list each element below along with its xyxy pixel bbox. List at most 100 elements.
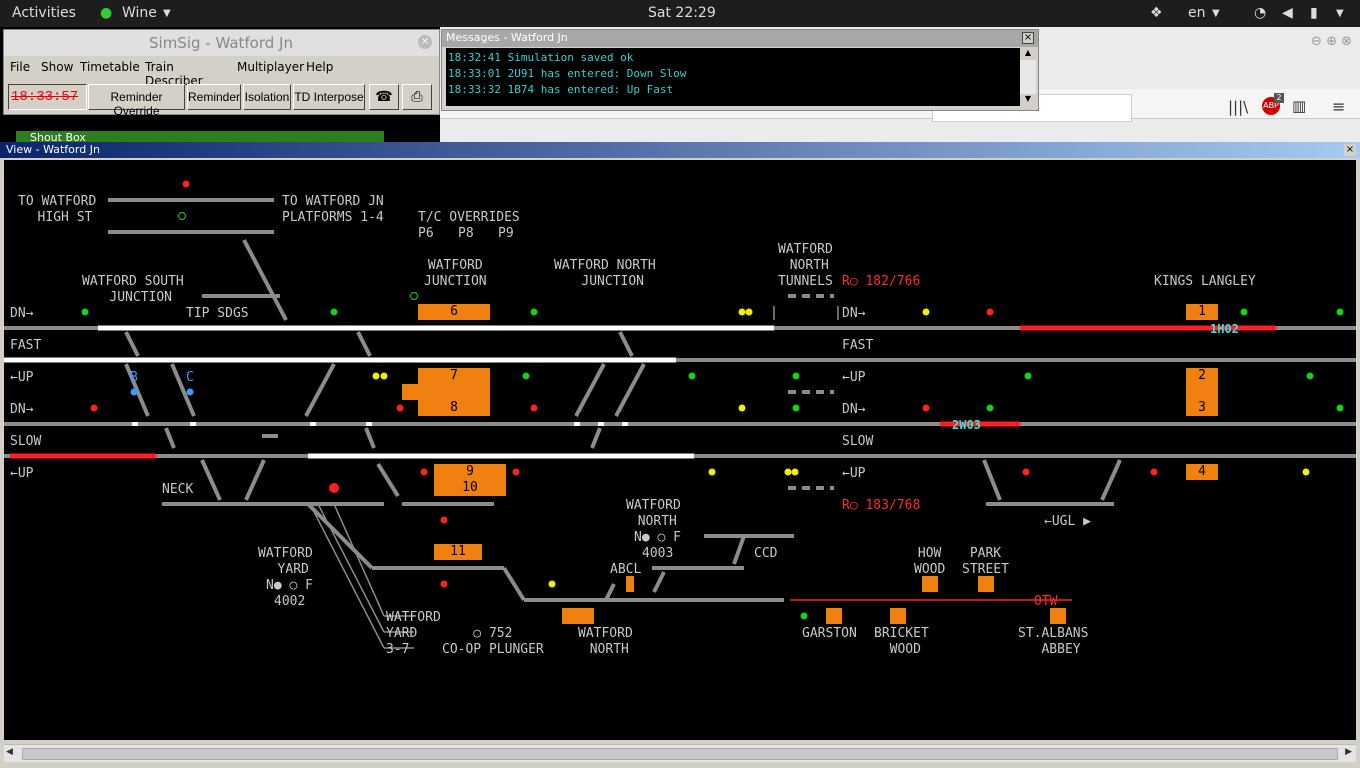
close-icon[interactable]: × xyxy=(1022,32,1034,44)
label-watford-north-tunnels: WATFORD NORTH TUNNELS xyxy=(778,242,833,289)
signalling-diagram[interactable]: TO WATFORD HIGH ST TO WATFORD JN PLATFOR… xyxy=(4,160,1356,740)
label-dn: DN→ xyxy=(842,306,866,321)
berth-7[interactable]: 7 xyxy=(450,368,458,383)
label-fast: FAST xyxy=(842,338,874,353)
train-description-1h02[interactable]: 1H02 xyxy=(1210,322,1239,336)
label-to-watford-high-st: TO WATFORD HIGH ST xyxy=(18,194,97,225)
library-icon[interactable]: |||\ xyxy=(1228,98,1249,116)
sim-clock[interactable]: 18:33:57 xyxy=(8,84,87,110)
system-menu-icon[interactable]: ▼ xyxy=(1336,8,1344,19)
dropbox-icon[interactable]: ❖ xyxy=(1150,5,1163,21)
menu-file[interactable]: File xyxy=(10,60,31,74)
chevron-down-icon: ▼ xyxy=(1212,8,1220,19)
label-dn: DN→ xyxy=(10,402,34,417)
platform-watford-north xyxy=(562,608,594,624)
close-icon[interactable]: × xyxy=(418,35,432,49)
menu-timetable[interactable]: Timetable xyxy=(80,60,140,74)
label-r182[interactable]: R○ 182/766 xyxy=(842,274,921,289)
menu-help[interactable]: Help xyxy=(306,60,334,74)
berth-10[interactable]: 10 xyxy=(462,480,478,495)
telephone-icon[interactable]: ☎ xyxy=(369,84,399,110)
scroll-down-icon[interactable]: ▼ xyxy=(1020,94,1036,106)
tc-override-p6[interactable]: P6 xyxy=(418,226,434,241)
label-up: ←UP xyxy=(10,370,34,385)
label-r183[interactable]: R○ 183/768 xyxy=(842,498,921,513)
berth-1[interactable]: 1 xyxy=(1186,304,1218,320)
printer-icon[interactable]: ⎙ xyxy=(402,84,432,110)
window-controls[interactable]: ⊖ ⊕ ⊗ xyxy=(1311,34,1352,49)
label-watford-south-junction: WATFORD SOUTH JUNCTION xyxy=(82,274,184,305)
topbar-clock[interactable]: Sat 22:29 xyxy=(648,5,716,21)
td-interpose-button[interactable]: TD Interpose xyxy=(293,84,365,110)
reminder-button[interactable]: Reminder xyxy=(187,84,241,110)
label-c: C xyxy=(186,370,194,385)
wifi-icon[interactable]: ◔ xyxy=(1254,5,1267,21)
yard-ground-frame[interactable]: N● ○ F xyxy=(266,578,313,593)
wn-ground-frame-number: 4003 xyxy=(642,546,674,561)
label-park-street: PARK STREET xyxy=(962,546,1009,577)
berth-9[interactable]: 9 xyxy=(466,464,474,479)
wine-app-menu[interactable]: Wine xyxy=(122,5,157,21)
isolation-button[interactable]: Isolation xyxy=(243,84,291,110)
track-layout[interactable] xyxy=(4,160,1356,740)
battery-icon[interactable]: ▮ xyxy=(1310,5,1318,21)
scroll-up-icon[interactable]: ▲ xyxy=(1020,48,1036,60)
wn-ground-frame[interactable]: N● ○ F xyxy=(634,530,681,545)
berth-4[interactable]: 4 xyxy=(1186,464,1218,480)
menu-multiplayer[interactable]: Multiplayer xyxy=(237,60,305,74)
platform-bricket-wood xyxy=(890,608,906,624)
label-neck: NECK xyxy=(162,482,194,497)
label-kings-langley: KINGS LANGLEY xyxy=(1154,274,1256,289)
berth-6[interactable]: 6 xyxy=(418,304,490,320)
berth-8[interactable]: 8 xyxy=(450,400,458,415)
wine-icon: ● xyxy=(100,5,113,21)
berth-3[interactable]: 3 xyxy=(1198,400,1206,415)
close-icon[interactable]: × xyxy=(1344,144,1356,156)
messages-window: Messages - Watford Jn × 18:32:41 Simulat… xyxy=(441,29,1039,111)
label-tip-sdgs: TIP SDGS xyxy=(186,306,249,321)
shout-box-header: Shout Box xyxy=(16,131,384,144)
platform-park-street xyxy=(978,576,994,592)
language-selector[interactable]: en xyxy=(1188,5,1206,21)
volume-icon[interactable]: ◀ xyxy=(1282,5,1293,21)
label-abcl: ABCL xyxy=(610,562,642,577)
label-watford-junction: WATFORD JUNCTION xyxy=(424,258,487,289)
label-slow: SLOW xyxy=(10,434,42,449)
horizontal-scrollbar[interactable]: ◀ ▶ xyxy=(4,744,1356,762)
message-line: 18:33:32 1B74 has entered: Up Fast xyxy=(448,83,674,96)
label-watford-yard-3-7: WATFORD YARD 3-7 xyxy=(386,610,441,657)
tc-override-p9[interactable]: P9 xyxy=(498,226,514,241)
train-description-2w03[interactable]: 2W03 xyxy=(952,418,981,432)
window-title: SimSig - Watford Jn xyxy=(4,30,439,56)
scrollbar-thumb[interactable] xyxy=(22,748,1338,760)
label-slow: SLOW xyxy=(842,434,874,449)
messages-scrollbar[interactable]: ▲ ▼ xyxy=(1020,48,1036,106)
scroll-right-icon[interactable]: ▶ xyxy=(1345,747,1352,757)
label-fast: FAST xyxy=(10,338,42,353)
hamburger-menu-icon[interactable]: ≡ xyxy=(1332,97,1346,116)
scroll-left-icon[interactable]: ◀ xyxy=(6,747,13,757)
messages-title: Messages - Watford Jn xyxy=(442,30,1038,47)
reminder-override-button[interactable]: Reminder Override xyxy=(88,84,185,118)
platform-block xyxy=(402,384,422,400)
message-line: 18:33:01 2U91 has entered: Down Slow xyxy=(448,67,687,80)
label-otw: OTW xyxy=(1034,594,1058,609)
co-op-plunger[interactable]: ○ 752 CO-OP PLUNGER xyxy=(442,626,544,657)
platform-garston xyxy=(826,608,842,624)
tc-override-p8[interactable]: P8 xyxy=(458,226,474,241)
berth-11[interactable]: 11 xyxy=(434,544,482,560)
menu-show[interactable]: Show xyxy=(41,60,74,74)
berth-2[interactable]: 2 xyxy=(1198,368,1206,383)
label-up: ←UP xyxy=(842,370,866,385)
label-bricket-wood: BRICKET WOOD xyxy=(874,626,929,657)
activities-button[interactable]: Activities xyxy=(12,5,76,21)
label-watford-yard: WATFORD YARD xyxy=(258,546,313,577)
label-up: ←UP xyxy=(842,466,866,481)
label-up: ←UP xyxy=(10,466,34,481)
sidebar-icon[interactable]: ▥ xyxy=(1292,97,1307,115)
platform-abcl xyxy=(626,576,634,592)
platform-st-albans-abbey xyxy=(1050,608,1066,624)
